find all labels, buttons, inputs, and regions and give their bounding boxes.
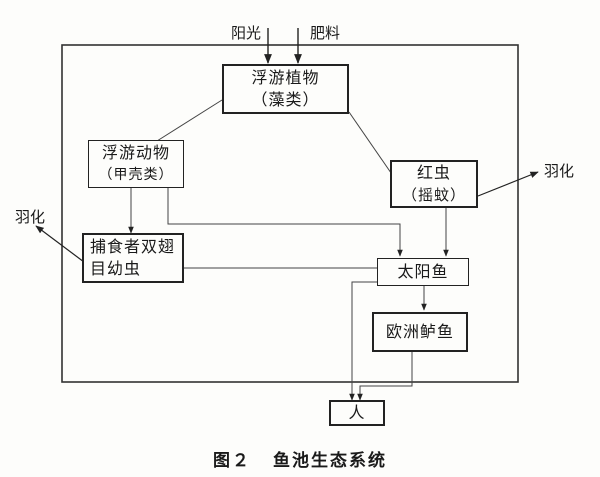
phytoplankton-note: （藻类） (251, 90, 320, 109)
zooplankton-name: 浮游动物 (101, 143, 170, 162)
phytoplankton-name: 浮游植物 (251, 68, 320, 87)
predator-larvae-line1: 捕食者双翅 (90, 237, 176, 256)
human-box: 人 (329, 400, 385, 426)
phytoplankton-box: 浮游植物 （藻类） (222, 64, 349, 114)
sunlight-label: 阳光 (231, 24, 262, 42)
human-name: 人 (348, 403, 366, 422)
zooplankton-note: （甲壳类） (98, 167, 174, 183)
bloodworm-box: 红虫 （摇蚊） (390, 160, 478, 208)
bloodworm-emergence-arrow (477, 171, 539, 197)
sunfish-name: 太阳鱼 (397, 262, 449, 281)
bloodworm-name: 红虫 (416, 163, 451, 182)
sunfish-to-human (349, 281, 377, 401)
sunfish-box: 太阳鱼 (377, 258, 469, 286)
fertilizer-label: 肥料 (310, 24, 341, 42)
figure-title: 鱼池生态系统 (273, 451, 387, 471)
perch-box: 欧洲鲈鱼 (372, 312, 468, 352)
predator-larvae-box: 捕食者双翅 目幼虫 (82, 233, 184, 283)
perch-to-human (357, 351, 413, 401)
pond-boundary (61, 44, 519, 383)
emergence-left-label: 羽化 (15, 208, 46, 226)
predator-larvae-line2: 目幼虫 (90, 259, 142, 278)
phyto-to-zoo (156, 99, 223, 142)
bloodworm-note: （摇蚊） (401, 186, 466, 204)
figure-caption: 图２ 鱼池生态系统 (0, 446, 600, 471)
predator-emergence-arrow (35, 225, 85, 263)
zooplankton-box: 浮游动物 （甲壳类） (88, 140, 184, 188)
zoo-to-sunfish (167, 187, 403, 257)
figure-number: 图２ (213, 451, 251, 471)
perch-name: 欧洲鲈鱼 (385, 322, 454, 341)
emergence-right-label: 羽化 (544, 162, 575, 180)
